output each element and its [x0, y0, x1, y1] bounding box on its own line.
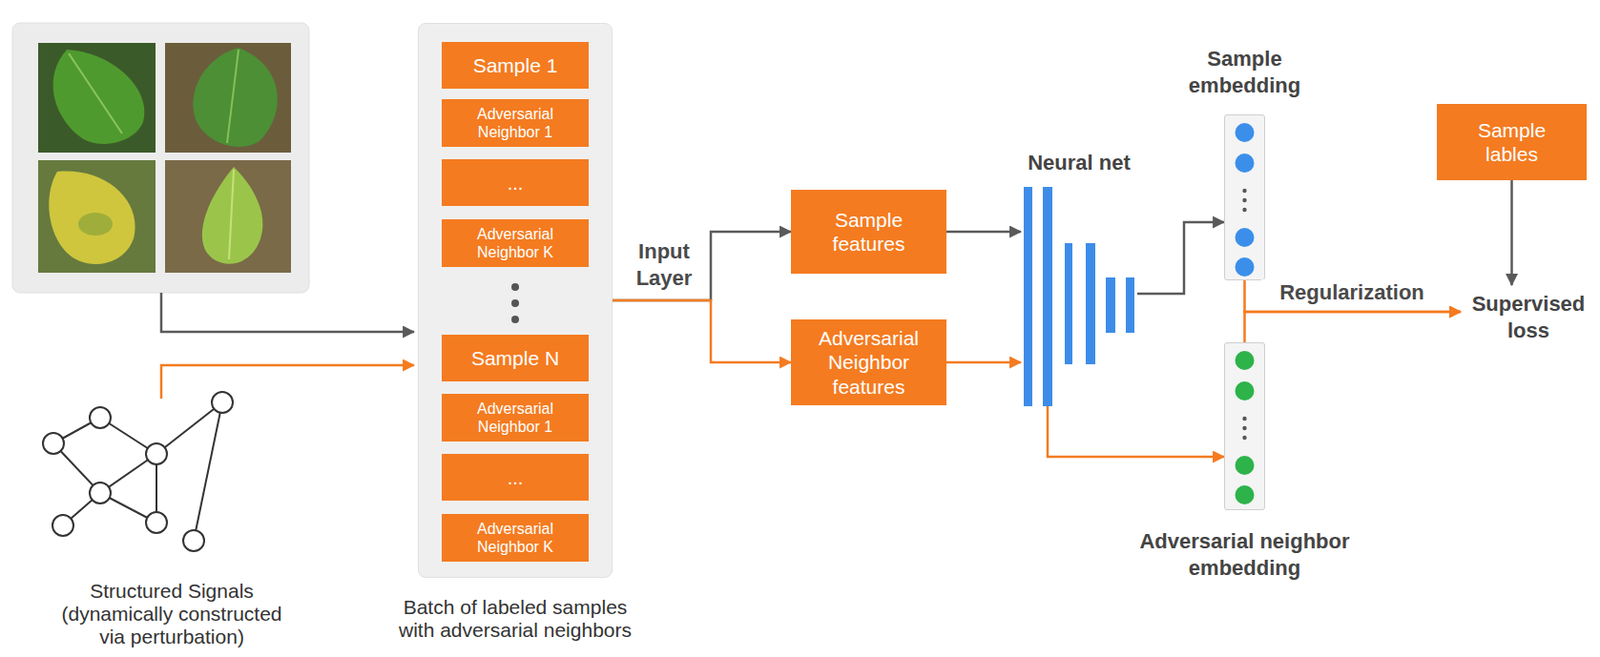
- photo-tile: [38, 160, 156, 273]
- box-label: Adversarial Neighbor K: [449, 225, 582, 262]
- edge-label: Input Layer: [625, 238, 703, 291]
- embedding-vector: Adversarial neighbor embedding: [1224, 342, 1266, 511]
- connector-arrow: [612, 231, 791, 301]
- vector-unit: [1235, 485, 1255, 505]
- edge-label: Regularization: [1261, 279, 1443, 307]
- graph-vertex: [89, 407, 111, 429]
- neighbor-box: Adversarial Neighbor K: [441, 219, 589, 268]
- connector-arrow: [1137, 222, 1225, 294]
- layer-bar: [1085, 243, 1096, 365]
- neighbor-box: Adversarial Neighbor K: [441, 514, 589, 562]
- embedding-vector: Sample embedding: [1224, 114, 1266, 281]
- graph-vertex: [145, 512, 167, 534]
- ellipsis-box: ...: [441, 454, 589, 501]
- graph-edge: [193, 402, 223, 541]
- batch-ellipsis: [511, 283, 520, 324]
- vector-unit: [1235, 153, 1255, 173]
- box-label: Adversarial Neighbor 1: [449, 104, 582, 142]
- graph-vertex: [42, 433, 64, 455]
- sample-vector: [1235, 123, 1255, 277]
- ellipsis-dot: [1242, 207, 1247, 212]
- graph-illustration: [42, 392, 233, 552]
- node-caption: Batch of labeled samples with adversaria…: [386, 596, 645, 643]
- node-caption: Adversarial neighbor embedding: [1130, 528, 1360, 582]
- layer-bar: [1125, 277, 1135, 333]
- connector-arrow: [946, 361, 1021, 365]
- loss-node: Supervised loss: [1460, 285, 1597, 344]
- ellipsis-dot: [1242, 436, 1247, 440]
- network-layers: [1023, 187, 1135, 407]
- neighbor-box: Adversarial Neighbor 1: [441, 99, 589, 147]
- graph-vertex: [52, 515, 74, 537]
- leaf: [48, 171, 135, 265]
- leaf: [202, 166, 264, 265]
- leaf-vein: [228, 169, 234, 260]
- input-arrow: [161, 292, 415, 333]
- box-label: Sample lables: [1457, 118, 1566, 167]
- sample-box: Sample N: [441, 334, 589, 382]
- ellipsis-dot: [511, 299, 520, 308]
- photo-panel: [12, 22, 310, 293]
- neighbor-vector: [1235, 351, 1255, 505]
- feature-box: Adversarial Neighbor features: [790, 319, 947, 406]
- node-caption: Neural net: [1002, 149, 1156, 177]
- vector-unit: [1235, 257, 1255, 277]
- ellipsis-dot: [1242, 198, 1247, 203]
- neighbor-box: Adversarial Neighbor 1: [441, 394, 589, 442]
- vector-unit: [1235, 381, 1255, 401]
- vector-unit: [1235, 351, 1255, 371]
- box-label: Adversarial Neighbor K: [449, 519, 582, 557]
- box-label: Adversarial Neighbor 1: [449, 399, 582, 437]
- connector-arrow: [612, 300, 791, 363]
- layer-bar: [1042, 187, 1053, 407]
- graph-vertex: [211, 392, 233, 414]
- sample-box: Sample 1: [441, 41, 589, 89]
- layer-bar: [1105, 277, 1116, 333]
- box-label: Supervised loss: [1460, 290, 1597, 344]
- graph-vertex: [145, 443, 167, 465]
- graph-vertex: [89, 482, 111, 504]
- ellipsis-dot: [511, 315, 520, 324]
- leaf: [192, 47, 277, 147]
- vector-unit: [1235, 228, 1255, 248]
- box-label: ...: [507, 466, 524, 490]
- leaf-vein: [68, 53, 123, 134]
- ellipsis-dot: [1242, 416, 1247, 421]
- graph-vertex: [183, 530, 205, 552]
- box-label: ...: [507, 171, 524, 195]
- feature-box: Sample features: [790, 189, 947, 274]
- connector-arrow: [1047, 406, 1225, 458]
- photo-tile: [165, 42, 291, 153]
- caption-label: Structured Signals (dynamically construc…: [52, 580, 291, 649]
- connector-arrow: [1245, 311, 1462, 343]
- connector-arrow: [946, 230, 1021, 234]
- photo-tile: [38, 42, 156, 153]
- box-label: Sample features: [798, 207, 939, 256]
- leaf-photos: [38, 42, 291, 273]
- layer-bar: [1064, 243, 1073, 365]
- connector-arrow: [1245, 280, 1462, 312]
- connector-arrow: [1510, 180, 1514, 286]
- box-label: Sample N: [471, 346, 560, 371]
- ellipsis-box: ...: [441, 159, 589, 207]
- leaf-vein: [227, 49, 239, 144]
- vector-unit: [1235, 456, 1255, 476]
- batch-panel: Sample 1 Adversarial Neighbor 1... Adversa…: [417, 22, 613, 579]
- neural-net: Neural net: [1020, 187, 1138, 407]
- node-caption: Sample embedding: [1163, 45, 1327, 99]
- vector-unit: [1235, 123, 1255, 143]
- input-arrow: [161, 365, 415, 399]
- leaf: [53, 49, 146, 145]
- labels-box: Sample lables: [1436, 103, 1587, 181]
- layer-bar: [1023, 187, 1033, 407]
- photo-tile: [165, 160, 291, 273]
- ellipsis-dot: [511, 283, 520, 291]
- box-label: Sample 1: [473, 53, 559, 78]
- box-label: Adversarial Neighbor features: [798, 326, 939, 399]
- ellipsis-dot: [1242, 426, 1247, 431]
- leaf-spot: [78, 212, 113, 236]
- ellipsis-dot: [1242, 188, 1247, 193]
